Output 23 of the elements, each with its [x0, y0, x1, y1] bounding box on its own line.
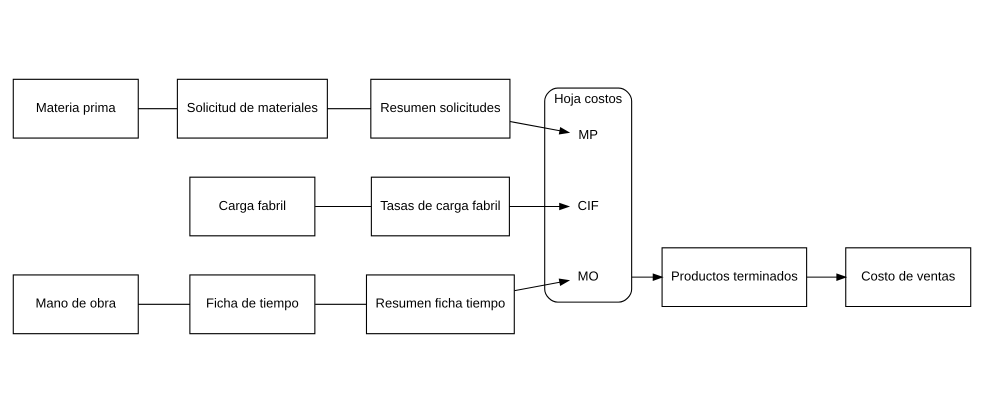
- node-box: Resumen ficha tiempo: [366, 274, 515, 334]
- node-text: MP: [578, 126, 598, 142]
- connector: [327, 108, 371, 109]
- node-box: Costo de ventas: [845, 246, 972, 307]
- node-box: Resumen solicitudes: [370, 78, 510, 138]
- arrow: [510, 202, 570, 210]
- arrow: [514, 278, 570, 291]
- node-box: Solicitud de materiales: [176, 78, 328, 138]
- arrow: [510, 120, 570, 134]
- node-text: MO: [578, 268, 599, 284]
- connector: [315, 205, 372, 207]
- connector: [138, 108, 178, 109]
- connector: [138, 303, 190, 304]
- arrow: [806, 272, 848, 280]
- node-box: Mano de obra: [12, 274, 139, 334]
- node-box: Ficha de tiempo: [189, 274, 316, 334]
- node-box: Carga fabril: [189, 176, 316, 236]
- node-text: CIF: [578, 197, 599, 212]
- node-box: Tasas de carga fabril: [370, 176, 510, 236]
- connector: [315, 303, 366, 304]
- node-box: Materia prima: [12, 78, 139, 138]
- arrow: [632, 272, 664, 280]
- node-box: Productos terminados: [662, 246, 808, 307]
